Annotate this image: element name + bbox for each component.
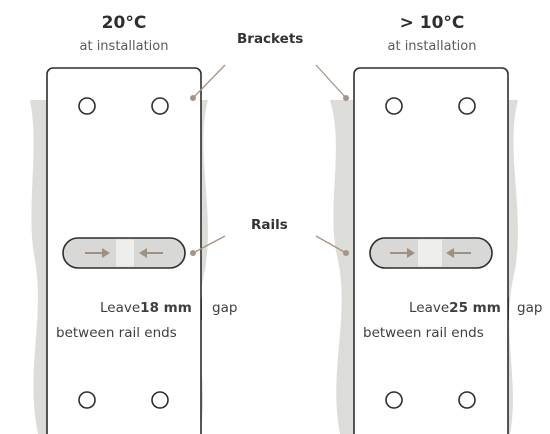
- right-temperature: > 10°C: [399, 13, 465, 33]
- bracket-hole: [78, 97, 96, 115]
- left-condition: at installation: [79, 39, 169, 54]
- left-gap-value: 18 mm: [140, 300, 192, 316]
- arrow-left-icon: [139, 248, 163, 258]
- bracket-hole: [151, 97, 169, 115]
- brackets-leader-right: [315, 64, 349, 101]
- arrow-right-icon: [390, 248, 415, 258]
- left-gap-suffix: gap: [212, 300, 238, 316]
- rails-leader-left: [190, 235, 226, 256]
- right-gap-box-edge: [508, 298, 509, 320]
- right-condition: at installation: [387, 39, 477, 54]
- left-temperature: 20°C: [101, 13, 147, 33]
- rails-callout: Rails: [251, 217, 288, 233]
- bracket-hole: [458, 97, 476, 115]
- bracket-hole: [458, 391, 476, 409]
- brackets-leader-left: [190, 64, 226, 101]
- rails-leader-right: [315, 235, 349, 256]
- arrow-right-icon: [85, 248, 110, 258]
- right-gap-line2: between rail ends: [363, 325, 484, 341]
- left-gap-prefix: Leave: [100, 300, 141, 316]
- left-gap-line: Leave18 mm: [100, 300, 192, 316]
- left-gap-box-edge: [201, 298, 202, 320]
- bracket-hole: [385, 391, 403, 409]
- rail-gap-right: [418, 239, 442, 267]
- right-gap-suffix: gap: [517, 300, 543, 316]
- bracket-hole: [385, 97, 403, 115]
- rail-gap-left: [116, 239, 134, 267]
- brackets-callout: Brackets: [237, 31, 304, 47]
- left-gap-line2: between rail ends: [56, 325, 177, 341]
- right-gap-line: Leave25 mm: [409, 300, 501, 316]
- bracket-hole: [78, 391, 96, 409]
- bracket-hole: [151, 391, 169, 409]
- right-gap-prefix: Leave: [409, 300, 450, 316]
- arrow-left-icon: [446, 248, 471, 258]
- right-gap-value: 25 mm: [449, 300, 501, 316]
